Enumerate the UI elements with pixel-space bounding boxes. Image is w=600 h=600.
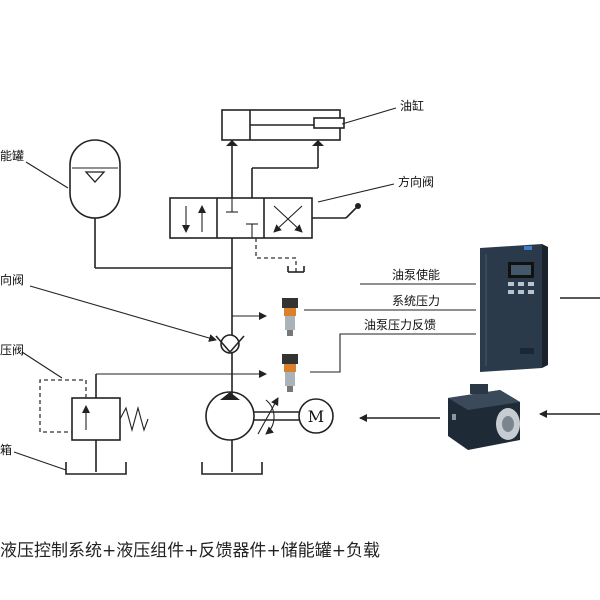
tank-right <box>201 462 263 475</box>
oil-cylinder <box>221 109 345 198</box>
system-pressure-label: 系统压力 <box>392 294 440 308</box>
pressure-sensor-1 <box>282 298 298 336</box>
pump-pressure-feedback-label: 油泵压力反馈 <box>364 318 436 332</box>
pressure-sensor-2 <box>282 354 298 392</box>
hydraulic-pump <box>205 391 300 472</box>
accumulator <box>69 139 232 269</box>
relief-valve-leader-line <box>21 351 63 379</box>
accumulator-leader-line <box>25 161 69 189</box>
check-valve-leader-line <box>29 285 217 342</box>
pump-enable-label: 油泵使能 <box>392 267 440 282</box>
pump-pressure-feedback-line <box>310 333 476 373</box>
direction-valve <box>169 197 361 239</box>
direction-valve-label: 方向阀 <box>398 174 434 189</box>
check-valve-label: 向阀 <box>0 272 24 287</box>
cylinder-label: 油缸 <box>400 98 424 113</box>
accumulator-label: 能罐 <box>0 149 24 163</box>
check-valve <box>215 334 245 354</box>
motor-label: M <box>308 407 324 426</box>
direction-valve-leader-line <box>317 183 395 203</box>
servo-drive <box>480 244 548 372</box>
motor-symbol: M <box>298 398 334 434</box>
tank-left <box>65 462 127 475</box>
cylinder-leader-line <box>341 107 397 125</box>
diagram-caption: 液压控制系统+液压组件+反馈器件+储能罐+负载 <box>0 541 380 561</box>
relief-valve <box>39 374 149 472</box>
tank-leader-line <box>13 451 67 471</box>
relief-valve-label: 压阀 <box>0 343 24 357</box>
tank-label: 箱 <box>0 442 12 457</box>
servo-motor <box>448 384 520 450</box>
drain-line <box>255 238 297 272</box>
